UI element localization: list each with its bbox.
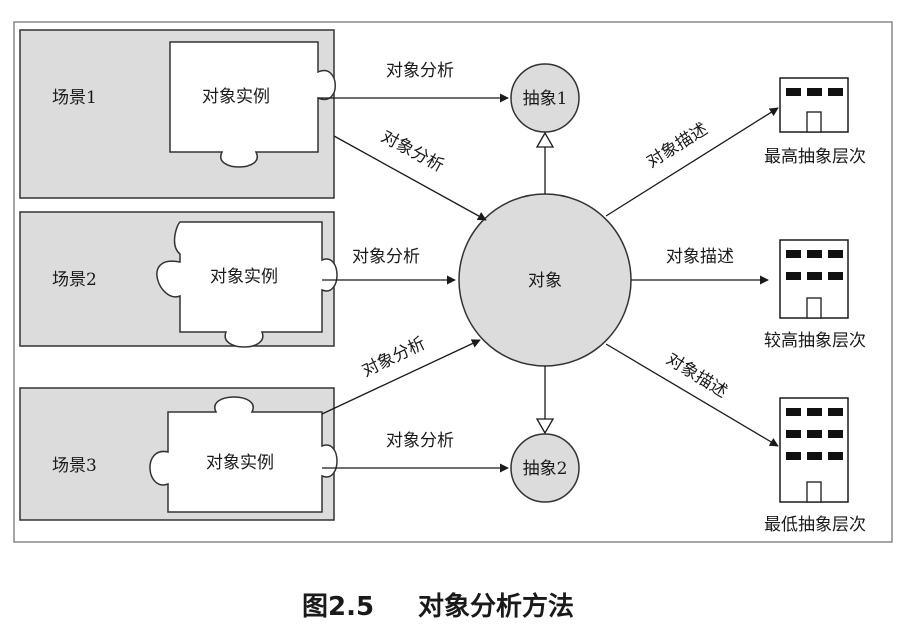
analysis-label-2: 对象分析 bbox=[378, 127, 447, 177]
describe-label-1: 对象描述 bbox=[643, 119, 711, 172]
scene-3-label: 场景3 bbox=[52, 456, 97, 476]
abstraction-level-icons bbox=[779, 77, 849, 503]
building-window bbox=[807, 250, 822, 258]
analysis-label-3: 对象分析 bbox=[352, 247, 420, 267]
describe-label-2: 对象描述 bbox=[666, 247, 734, 267]
scene-2: 场景2 对象实例 bbox=[19, 211, 338, 348]
abstraction-1-label: 抽象1 bbox=[523, 89, 568, 109]
abstraction-2-label: 抽象2 bbox=[523, 459, 568, 479]
describe-arrow-to-highest bbox=[605, 107, 779, 217]
analysis-label-5: 对象分析 bbox=[386, 431, 454, 451]
object-label: 对象 bbox=[528, 271, 562, 291]
generalization-arrow-down bbox=[535, 366, 555, 435]
describe-label-3: 对象描述 bbox=[663, 349, 731, 402]
level-highest-label: 最高抽象层次 bbox=[764, 147, 866, 167]
analysis-label-1: 对象分析 bbox=[386, 61, 454, 81]
building-door bbox=[806, 111, 822, 133]
building-window bbox=[786, 452, 801, 460]
scene-1-label: 场景1 bbox=[52, 88, 97, 108]
building-window bbox=[786, 88, 801, 96]
scene-2-instance-label: 对象实例 bbox=[210, 267, 278, 287]
building-window bbox=[828, 272, 843, 280]
building-highest-icon bbox=[779, 77, 849, 133]
diagram-frame bbox=[13, 21, 893, 543]
scene-3-instance-label: 对象实例 bbox=[206, 453, 274, 473]
scene-1-instance-label: 对象实例 bbox=[202, 87, 270, 107]
scene-3-puzzle-piece bbox=[149, 396, 338, 513]
building-window bbox=[828, 408, 843, 416]
building-window bbox=[807, 408, 822, 416]
building-door bbox=[806, 481, 822, 503]
building-window bbox=[828, 452, 843, 460]
building-window bbox=[786, 430, 801, 438]
figure-title: 对象分析方法 bbox=[418, 591, 574, 622]
generalization-arrow-up bbox=[535, 131, 555, 194]
building-lowest-icon bbox=[779, 397, 849, 503]
scene-1-puzzle-piece bbox=[169, 41, 336, 168]
building-window bbox=[786, 408, 801, 416]
analysis-label-4: 对象分析 bbox=[359, 334, 429, 382]
analysis-arrow-scene3-to-object bbox=[321, 339, 481, 415]
building-door bbox=[806, 297, 822, 319]
building-window bbox=[786, 250, 801, 258]
analysis-arrow-scene1-to-object bbox=[333, 135, 487, 221]
describe-arrow-to-lowest bbox=[605, 343, 779, 447]
building-window bbox=[786, 272, 801, 280]
building-window bbox=[828, 250, 843, 258]
scene-1: 场景1 对象实例 bbox=[19, 29, 336, 199]
building-window bbox=[807, 452, 822, 460]
scene-2-label: 场景2 bbox=[52, 270, 97, 290]
building-window bbox=[807, 430, 822, 438]
scene-3: 场景3 对象实例 bbox=[19, 387, 338, 521]
figure-number: 图2.5 bbox=[302, 592, 374, 622]
building-window bbox=[828, 88, 843, 96]
level-lowest-label: 最低抽象层次 bbox=[764, 515, 866, 535]
building-higher-icon bbox=[779, 239, 849, 319]
building-window bbox=[828, 430, 843, 438]
building-window bbox=[807, 272, 822, 280]
level-higher-label: 较高抽象层次 bbox=[764, 331, 866, 351]
building-window bbox=[807, 88, 822, 96]
